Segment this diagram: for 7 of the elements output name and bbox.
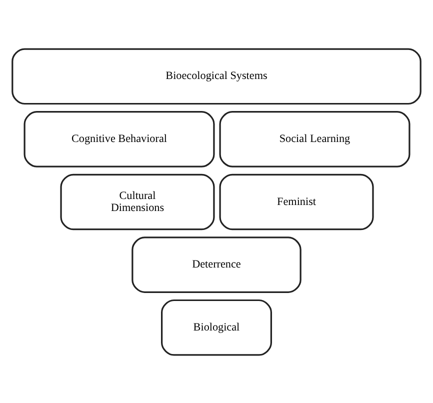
node-box: Social Learning: [219, 110, 410, 167]
node-box: Cultural Dimensions: [60, 173, 215, 230]
node-box: Biological: [161, 298, 272, 356]
node-box: Feminist: [219, 173, 374, 230]
node-box: Cognitive Behavioral: [24, 110, 215, 167]
node-box: Deterrence: [132, 236, 302, 292]
node-box: Bioecological Systems: [12, 48, 422, 104]
